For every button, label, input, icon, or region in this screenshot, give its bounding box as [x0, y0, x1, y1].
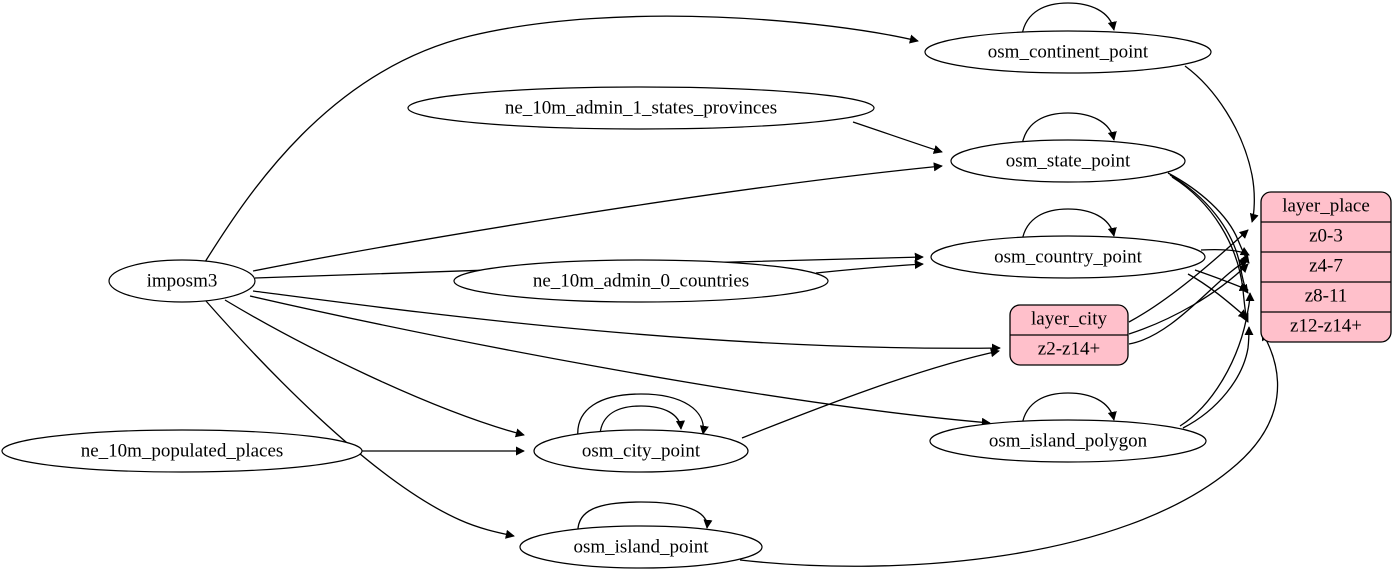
- node-label-osm-island-point: osm_island_point: [573, 536, 709, 557]
- layer-place-row-z8-11[interactable]: z8-11: [1305, 285, 1348, 306]
- edge-self-loop-osm-country-point: [1021, 208, 1117, 242]
- edge-layer-city-to-layer-place-z0-3: [1128, 229, 1249, 323]
- edge-osm-island-polygon-to-layer-place-z12-z14: [1182, 326, 1254, 429]
- edge-imposm3-to-osm-island-polygon: [249, 295, 991, 427]
- edge-ne-countries-to-osm-country-point: [815, 259, 924, 274]
- layer-place-row-z0-3[interactable]: z0-3: [1309, 225, 1343, 246]
- node-osm-city-point[interactable]: osm_city_point: [533, 429, 749, 473]
- edge-osm-island-polygon-to-layer-place-z8-11: [1179, 292, 1255, 427]
- edges-group: [204, 2, 1279, 567]
- node-label-osm-continent-point: osm_continent_point: [988, 41, 1149, 62]
- layer-place-row-z12-z14[interactable]: z12-z14+: [1290, 315, 1362, 336]
- node-layer-place[interactable]: layer_place z0-3 z4-7 z8-11 z12-z14+: [1260, 191, 1392, 343]
- node-osm-state-point[interactable]: osm_state_point: [950, 139, 1186, 183]
- node-ne-10m-populated-places[interactable]: ne_10m_populated_places: [1, 429, 363, 473]
- node-label-osm-island-polygon: osm_island_polygon: [989, 430, 1148, 451]
- edge-osm-country-point-to-layer-place-z4-7: [1200, 247, 1250, 256]
- node-label-imposm3: imposm3: [147, 270, 218, 291]
- edge-imposm3-to-layer-city: [252, 290, 1001, 353]
- node-osm-continent-point[interactable]: osm_continent_point: [924, 30, 1212, 74]
- edge-osm-state-point-to-layer-place-z4-7: [1167, 172, 1250, 264]
- edge-self-loop-osm-island-polygon: [1021, 392, 1117, 426]
- edge-imposm3-to-osm-continent-point: [204, 15, 919, 263]
- edge-self-loop-osm-continent-point: [1021, 2, 1117, 36]
- node-layer-city[interactable]: layer_city z2-z14+: [1009, 304, 1129, 366]
- node-imposm3[interactable]: imposm3: [108, 259, 256, 303]
- node-label-ne-states: ne_10m_admin_1_states_provinces: [505, 97, 777, 118]
- edge-imposm3-to-osm-island-point: [205, 300, 515, 539]
- node-label-osm-city-point: osm_city_point: [582, 440, 701, 461]
- edge-imposm3-to-osm-city-point: [224, 299, 525, 438]
- edge-osm-country-point-to-layer-place-z12-z14: [1187, 273, 1248, 319]
- node-osm-country-point[interactable]: osm_country_point: [930, 235, 1206, 279]
- edge-osm-city-point-to-layer-city-z2-z14: [741, 348, 1000, 439]
- edge-osm-continent-point-to-layer-place-z0-3: [1184, 65, 1259, 223]
- edge-self-loop-osm-island-point: [577, 501, 713, 535]
- node-label-osm-state-point: osm_state_point: [1006, 150, 1131, 171]
- edge-layer-city-to-layer-place-z4-7-b: [1128, 259, 1249, 345]
- layer-city-title: layer_city: [1031, 308, 1107, 329]
- node-osm-island-point[interactable]: osm_island_point: [519, 525, 763, 569]
- edge-osm-island-point-to-layer-place-z12-z14: [739, 331, 1279, 567]
- node-label-ne-populated-places: ne_10m_populated_places: [81, 440, 284, 461]
- node-label-osm-country-point: osm_country_point: [994, 246, 1142, 267]
- edge-self-loop-outer-osm-city-point: [577, 393, 709, 439]
- edge-imposm3-to-osm-state-point: [252, 162, 943, 272]
- node-label-ne-countries: ne_10m_admin_0_countries: [533, 270, 749, 291]
- edge-self-loop-inner-osm-city-point: [599, 405, 685, 435]
- node-ne-10m-admin-0-countries[interactable]: ne_10m_admin_0_countries: [453, 259, 829, 303]
- layer-place-title: layer_place: [1282, 195, 1370, 216]
- edge-self-loop-osm-state-point: [1021, 112, 1117, 146]
- layer-city-row-z2-z14[interactable]: z2-z14+: [1038, 338, 1100, 359]
- node-ne-10m-admin-1-states-provinces[interactable]: ne_10m_admin_1_states_provinces: [407, 86, 875, 130]
- edge-ne-states-to-osm-state-point: [852, 121, 943, 154]
- node-osm-island-polygon[interactable]: osm_island_polygon: [929, 419, 1207, 463]
- layer-place-row-z4-7[interactable]: z4-7: [1309, 255, 1343, 276]
